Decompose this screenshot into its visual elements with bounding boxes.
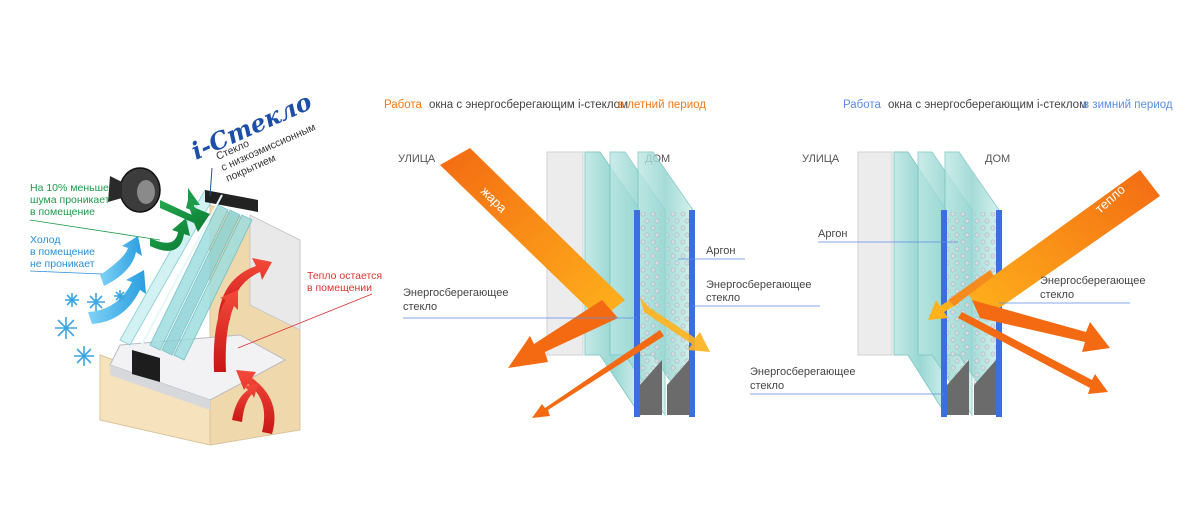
summer-glass-left-label: Энергосберегающее стекло [403,287,512,313]
winter-spacer-1 [947,360,969,415]
summer-heat-pass-arrow-icon [640,298,710,352]
warm-leader [237,293,373,349]
winter-glass-outer [857,151,893,356]
summer-street-label: УЛИЦА [398,153,436,165]
noise-arrow-small-icon [186,188,200,212]
summer-low-e-film-2 [689,210,695,417]
glass-pane-2 [161,209,241,356]
summer-heat-reflect-arrow-icon [508,300,618,368]
frame-top [205,190,258,212]
summer-heat-beam [440,148,625,320]
warm-arrow-mid-icon [213,290,238,372]
summer-glass-right-label: Энергосберегающее стекло [706,279,815,304]
cold-leader [29,270,103,275]
summer-low-e-film-1 [634,210,640,417]
summer-reflect-thin-arrow-icon [532,330,664,418]
window-illustration [55,167,301,446]
glass-pane-3 [173,214,253,361]
winter-argon-label: Аргон [818,228,847,240]
winter-reflect-thin-arrow-icon [958,312,1108,394]
noise-arrow-icon [160,200,210,232]
winter-street-label: УЛИЦА [802,153,840,165]
winter-warm-split-icon [948,270,994,306]
loudspeaker-icon [108,167,161,213]
summer-title: Работа окна с энергосберегающим i-стекло… [384,99,706,111]
frame-bottom [132,350,160,382]
winter-home-label: ДОМ [985,153,1010,165]
summer-argon-label: Аргон [706,245,735,257]
noise-leader [29,219,161,241]
summer-argon-gap-2 [667,212,689,415]
winter-title: Работа окна с энергосберегающим i-стекло… [843,99,1173,111]
warm-arrow-low-icon [232,384,258,422]
winter-argon-gap-1 [947,212,969,415]
glass-pane-1 [149,204,229,351]
sill-front [110,365,210,410]
winter-warm-beam [968,170,1160,318]
summer-glass-unit [546,151,695,417]
winter-warm-return-arrow-icon [972,300,1110,352]
winter-spacer-2 [974,360,996,415]
winter-glass-right-label: Энергосберегающее стекло [1040,275,1149,301]
cold-label: Холод в помещение не проникает [30,234,98,270]
cold-arrow-bottom-icon [88,270,146,324]
summer-spacer-1 [640,360,662,415]
summer-spacer-2 [667,360,689,415]
cold-arrow-top-icon [100,236,142,286]
winter-glass-bottom-label: Энергосберегающее стекло [750,366,859,392]
snowflake-icon [55,290,126,366]
frame-divider [139,194,223,349]
caption-leader [209,167,213,197]
noise-arrow-curved-icon [150,218,190,251]
warm-label: Тепло остается в помещении [307,270,385,294]
noise-label: На 10% меньше шума проникает в помещение [30,182,112,218]
